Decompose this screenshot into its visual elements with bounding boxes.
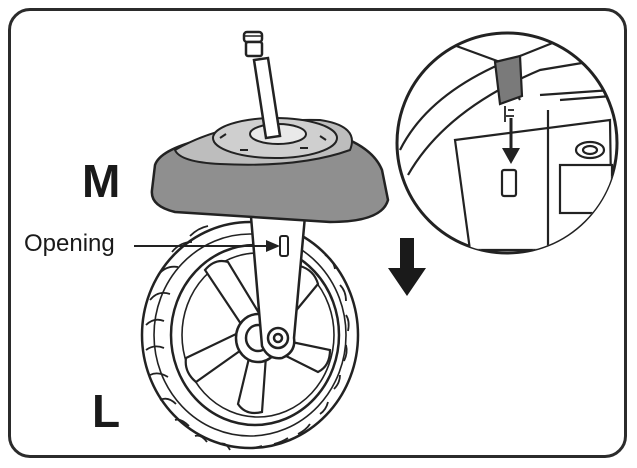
down-arrow-icon xyxy=(388,238,426,296)
opening-pointer xyxy=(134,240,280,252)
part-label-l: L xyxy=(92,385,121,437)
wheel xyxy=(140,220,360,451)
opening-slot xyxy=(279,235,289,257)
mounting-pin xyxy=(242,30,282,140)
detail-inset xyxy=(395,31,619,255)
opening-label: Opening xyxy=(24,230,115,257)
part-label-m: M xyxy=(82,155,121,207)
fork xyxy=(248,203,308,360)
